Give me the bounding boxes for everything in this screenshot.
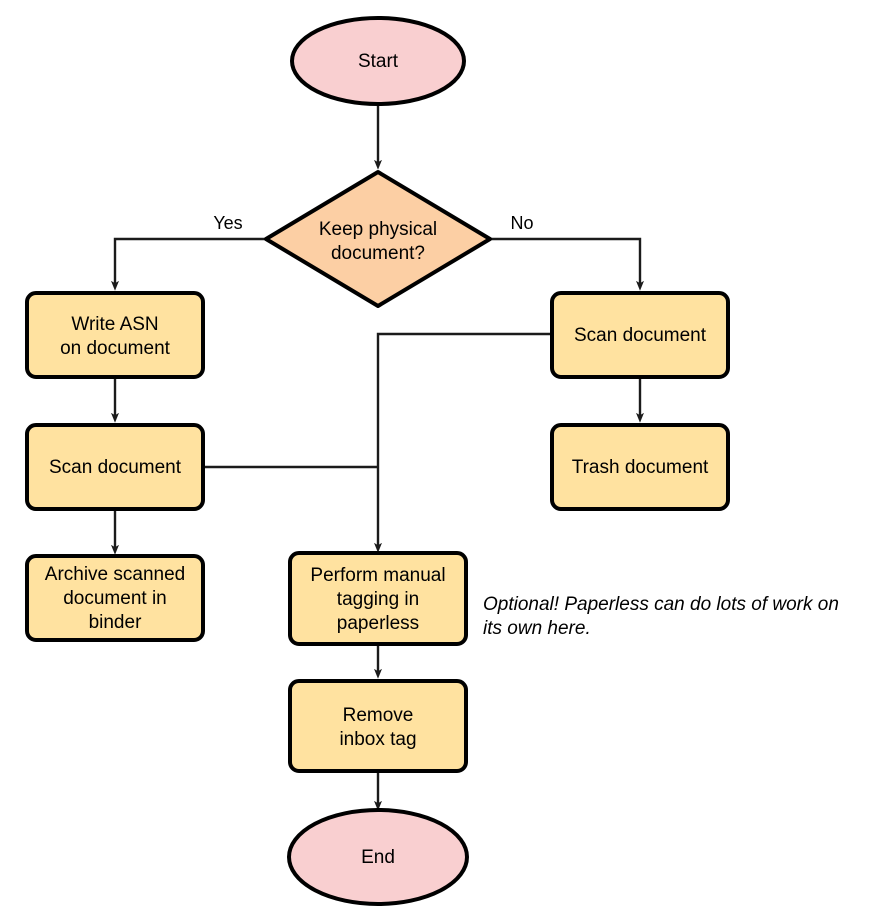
edge-decision-no-to-scan-right <box>490 237 644 291</box>
trash-document-label: Trash document <box>572 457 709 478</box>
archive-label-line2: document in <box>63 588 167 609</box>
archive-label-line1: Archive scanned <box>45 564 185 585</box>
tagging-box[interactable] <box>288 551 468 646</box>
scan-document-left-box[interactable] <box>25 423 205 511</box>
node-start[interactable]: Start <box>290 16 466 106</box>
remove-inbox-label-line2: inbox tag <box>339 729 416 750</box>
annotation-optional-note: Optional! Paperless can do lots of work … <box>483 594 839 639</box>
edge-scan-right-to-tagging <box>374 332 552 553</box>
node-end[interactable]: End <box>287 808 469 906</box>
tagging-label-line2: tagging in <box>337 589 419 610</box>
decision-diamond[interactable] <box>264 170 492 308</box>
write-asn-label-line1: Write ASN <box>71 314 158 335</box>
node-scan-document-right[interactable]: Scan document <box>550 291 730 379</box>
node-trash-document[interactable]: Trash document <box>550 423 730 511</box>
write-asn-label-line2: on document <box>60 338 171 359</box>
decision-label-line1: Keep physical <box>319 219 437 240</box>
annotation-line1: Optional! Paperless can do lots of work … <box>483 594 839 615</box>
node-write-asn-on-document[interactable]: Write ASN on document <box>25 291 205 379</box>
decision-label-line2: document? <box>331 243 425 264</box>
archive-label-line3: binder <box>89 612 142 633</box>
node-remove-inbox-tag[interactable]: Remove inbox tag <box>288 679 468 773</box>
end-label: End <box>361 847 395 868</box>
archive-box[interactable] <box>25 554 205 642</box>
remove-inbox-tag-box[interactable] <box>288 679 468 773</box>
edge-label-no: No <box>510 213 533 233</box>
scan-document-left-label: Scan document <box>49 457 182 478</box>
connector-layer <box>111 106 644 811</box>
edge-label-yes: Yes <box>213 213 242 233</box>
tagging-label-line1: Perform manual <box>310 565 445 586</box>
scan-document-right-label: Scan document <box>574 325 707 346</box>
write-asn-box[interactable] <box>25 291 205 379</box>
node-decision-keep-physical-document[interactable]: Keep physical document? <box>264 170 492 308</box>
trash-document-box[interactable] <box>550 423 730 511</box>
node-perform-manual-tagging[interactable]: Perform manual tagging in paperless <box>288 551 468 646</box>
annotation-line2: its own here. <box>483 618 591 639</box>
remove-inbox-label-line1: Remove <box>343 705 414 726</box>
tagging-label-line3: paperless <box>337 613 419 634</box>
node-archive-scanned-document[interactable]: Archive scanned document in binder <box>25 554 205 642</box>
node-scan-document-left[interactable]: Scan document <box>25 423 205 511</box>
end-ellipse[interactable] <box>287 808 469 906</box>
start-ellipse[interactable] <box>290 16 466 106</box>
start-label: Start <box>358 51 399 72</box>
edge-decision-yes-to-write-asn <box>111 237 265 291</box>
scan-document-right-box[interactable] <box>550 291 730 379</box>
